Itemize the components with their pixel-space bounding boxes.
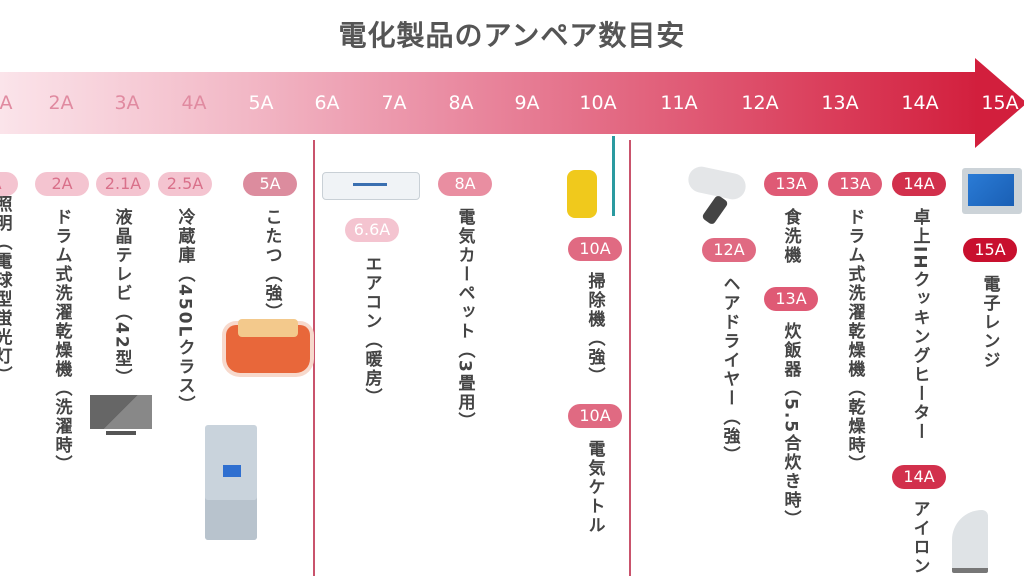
scale-tick: 4A (181, 92, 207, 114)
ampere-arrow-band (0, 72, 980, 134)
item-label: 電気ケトル (584, 440, 605, 535)
scale-tick: 7A (381, 92, 407, 114)
amp-badge: 14A (892, 172, 946, 196)
amp-badge: 10A (568, 404, 622, 428)
item-label: 電子レンジ (979, 275, 1000, 370)
refrigerator-icon (205, 425, 257, 540)
amp-badge: 13A (764, 287, 818, 311)
scale-tick: 5A (248, 92, 274, 114)
amp-badge: 12A (702, 238, 756, 262)
scale-tick: 14A (901, 92, 939, 114)
item-label: 掃除機（強） (584, 272, 605, 386)
scale-tick: 13A (821, 92, 859, 114)
amp-badge: 8A (438, 172, 492, 196)
amp-badge: 14A (892, 465, 946, 489)
scale-tick: 2A (48, 92, 74, 114)
item-label: 炊飯器（5.5合炊き時） (780, 322, 801, 530)
scale-tick: 1A (0, 92, 13, 114)
amp-badge: 1A (0, 172, 18, 196)
amp-badge: 13A (828, 172, 882, 196)
item-label: こたつ（強） (261, 208, 282, 322)
item-label: エアコン（暖房） (361, 255, 382, 407)
divider-line (629, 140, 631, 576)
arrow-head-icon (975, 58, 1024, 148)
item-label: 照明（電球型蛍光灯） (0, 195, 12, 385)
scale-tick: 10A (579, 92, 617, 114)
divider-line (313, 140, 315, 576)
amp-badge: 10A (568, 237, 622, 261)
item-label: 液晶テレビ（42型） (111, 208, 132, 388)
hair-dryer-handle-icon (701, 194, 729, 226)
amp-badge: 5A (243, 172, 297, 196)
scale-tick: 8A (448, 92, 474, 114)
item-label: 冷蔵庫（450Lクラス） (174, 208, 195, 415)
iron-icon (952, 510, 988, 573)
scale-tick: 3A (114, 92, 140, 114)
scale-tick: 11A (660, 92, 698, 114)
microwave-icon (962, 168, 1022, 214)
amp-badge: 15A (963, 238, 1017, 262)
amp-badge: 13A (764, 172, 818, 196)
item-label: ドラム式洗濯乾燥機（乾燥時） (844, 208, 865, 474)
amp-badge: 2.1A (96, 172, 150, 196)
item-label: 食洗機 (780, 208, 801, 265)
air-conditioner-icon (322, 172, 420, 200)
amp-badge: 2.5A (158, 172, 212, 196)
scale-tick: 9A (514, 92, 540, 114)
page-title: 電化製品のアンペア数目安 (338, 19, 686, 52)
tv-stand-icon (106, 431, 136, 435)
item-label: アイロン (909, 500, 930, 576)
vacuum-cleaner-icon (567, 170, 597, 218)
scale-tick: 6A (314, 92, 340, 114)
item-label: ドラム式洗濯乾燥機（洗濯時） (51, 208, 72, 474)
item-label: 電気カーペット（3畳用） (454, 208, 475, 431)
amp-badge: 6.6A (345, 218, 399, 242)
scale-tick: 15A (981, 92, 1019, 114)
scale-tick: 12A (741, 92, 779, 114)
tv-icon (90, 395, 152, 429)
item-label: ヘアドライヤー（強） (719, 275, 740, 465)
amp-badge: 2A (35, 172, 89, 196)
item-label: 卓上IHクッキングヒーター (909, 208, 930, 442)
vacuum-pipe-icon (612, 136, 615, 216)
kotatsu-icon (226, 319, 310, 373)
